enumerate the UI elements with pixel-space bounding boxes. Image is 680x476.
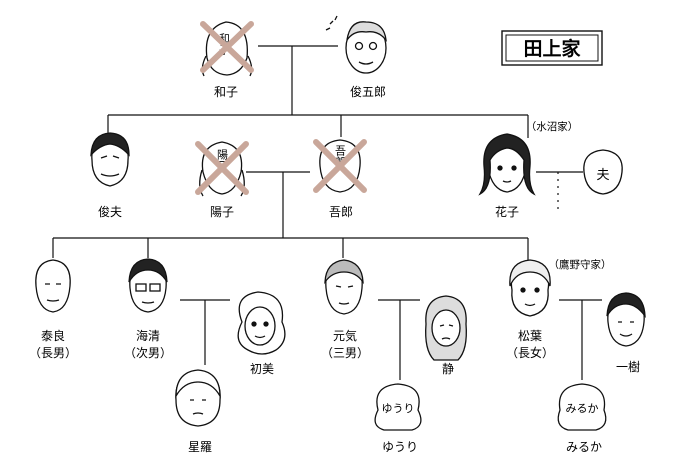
role-kaisei: （次男） — [124, 346, 172, 360]
person-matsuba: 松葉 （長女） — [506, 260, 554, 360]
face-kaisei — [129, 259, 167, 312]
role-matsuba: （長女） — [506, 345, 554, 360]
role-genki: （三男） — [321, 346, 369, 360]
name-hanako: 花子 — [495, 204, 519, 219]
name-seira: 星羅 — [188, 440, 212, 454]
face-ikki — [607, 293, 645, 346]
face-shizuka — [426, 296, 467, 360]
face-matsuba — [510, 260, 550, 316]
family-name-label: 田上家 — [523, 37, 581, 60]
person-shungoro: 俊五郎 — [326, 16, 386, 99]
face-text-miruka: みるか — [566, 402, 599, 415]
person-yuuri: ゆうり ゆうり — [375, 384, 421, 454]
person-miruka: みるか みるか — [558, 384, 606, 454]
face-hanako — [480, 134, 534, 194]
name-yoko: 陽子 — [210, 205, 234, 219]
person-yoko: 陽子 陽子 — [198, 142, 246, 219]
face-toshio — [91, 133, 129, 186]
person-shizuka: 静 — [426, 296, 467, 376]
household-label-mizunuma: （水沼家） — [526, 120, 579, 133]
face-genki — [325, 260, 363, 314]
person-genki: 元気 （三男） — [321, 260, 369, 360]
name-goro: 吾郎 — [329, 205, 353, 219]
person-kaisei: 海清 （次男） — [124, 259, 172, 360]
person-seira: 星羅 — [176, 370, 220, 454]
name-matsuba: 松葉 — [518, 329, 542, 343]
name-yuuri: ゆうり — [382, 440, 418, 454]
name-kazuko: 和子 — [214, 85, 238, 99]
person-kazuko: 和子 和子 — [202, 22, 251, 99]
face-text-husband: 夫 — [596, 168, 609, 183]
person-goro: 吾郎 吾郎 — [316, 140, 364, 219]
person-ikki: 一樹 — [607, 293, 645, 374]
face-shungoro — [326, 16, 386, 73]
face-hatsumi — [238, 292, 285, 354]
face-seira — [176, 370, 220, 426]
name-shungoro: 俊五郎 — [350, 84, 386, 99]
person-hatsumi: 初美 — [238, 292, 285, 376]
name-miruka: みるか — [566, 440, 602, 454]
role-yasuyoshi: （長男） — [29, 346, 77, 360]
person-toshio: 俊夫 — [91, 133, 129, 219]
name-kaisei: 海清 — [136, 328, 160, 343]
household-label-takanomori: （鷹野守家） — [549, 258, 612, 271]
name-genki: 元気 — [333, 328, 357, 343]
name-toshio: 俊夫 — [98, 204, 122, 219]
face-text-yuuri: ゆうり — [382, 402, 415, 415]
person-hanako: 花子 — [480, 134, 534, 219]
family-name-box: 田上家 — [502, 31, 602, 65]
name-hatsumi: 初美 — [250, 362, 274, 376]
name-shizuka: 静 — [442, 362, 454, 376]
person-husband: 夫 — [584, 150, 622, 194]
name-yasuyoshi: 泰良 — [41, 328, 65, 343]
name-ikki: 一樹 — [616, 360, 640, 374]
face-yasuyoshi — [36, 260, 70, 312]
person-yasuyoshi: 泰良 （長男） — [29, 260, 77, 360]
